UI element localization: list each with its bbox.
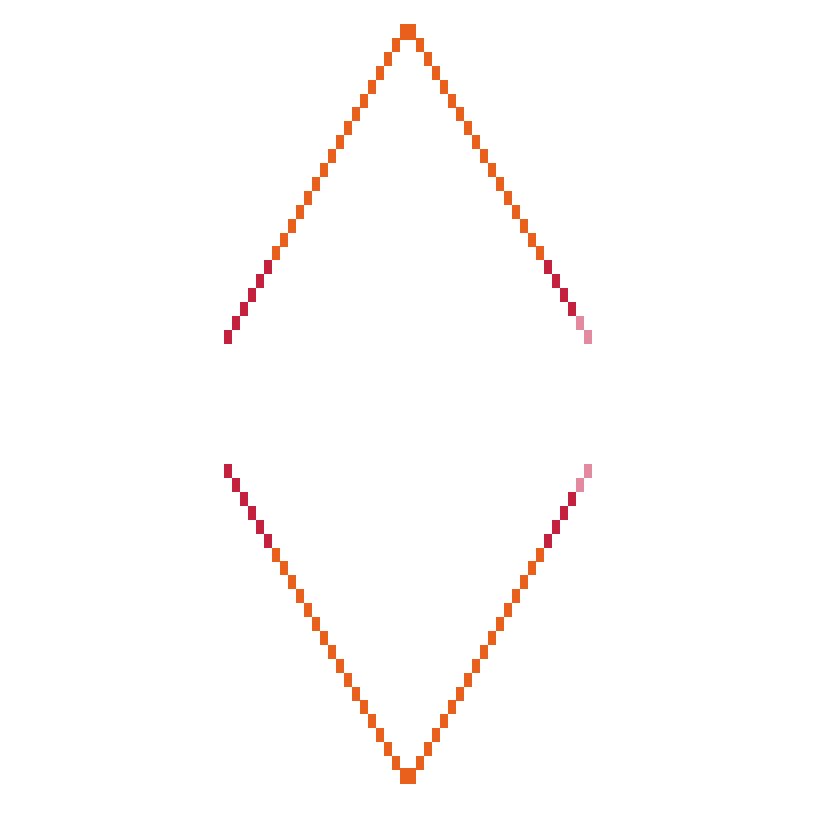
lower-right-edge-pixel <box>440 714 448 728</box>
upper-right-edge-pixel <box>520 219 528 233</box>
upper-left-edge-pixel <box>368 80 376 94</box>
upper-right-edge-pixel <box>464 121 472 135</box>
bottom-apex-pixel <box>400 768 416 784</box>
lower-right-edge-pixel <box>536 548 544 562</box>
lower-right-edge-pixel <box>464 673 472 687</box>
lower-left-edge-pixel <box>352 687 360 701</box>
lower-right-edge-pixel <box>584 464 592 478</box>
lower-left-edge-pixel <box>320 631 328 645</box>
upper-right-edge-pixel <box>456 107 464 121</box>
upper-right-edge-pixel <box>568 302 576 316</box>
upper-right-edge-pixel <box>416 38 424 52</box>
upper-left-edge-pixel <box>248 288 256 302</box>
upper-right-edge-pixel <box>560 288 568 302</box>
upper-right-edge-pixel <box>512 205 520 219</box>
upper-left-edge-pixel <box>328 149 336 163</box>
lower-right-edge-pixel <box>520 575 528 589</box>
lower-right-edge-pixel <box>528 561 536 575</box>
upper-left-edge-pixel <box>392 38 400 52</box>
lower-right-edge-pixel <box>472 659 480 673</box>
upper-right-edge-pixel <box>432 66 440 80</box>
top-apex-pixel <box>400 24 416 40</box>
lower-right-edge-pixel <box>448 700 456 714</box>
lower-left-edge-pixel <box>368 714 376 728</box>
upper-right-edge-pixel <box>504 191 512 205</box>
upper-left-edge-pixel <box>344 121 352 135</box>
upper-left-edge-pixel <box>360 94 368 108</box>
upper-left-edge-pixel <box>336 135 344 149</box>
lower-left-edge-pixel <box>272 548 280 562</box>
lower-right-edge-pixel <box>544 534 552 548</box>
upper-left-edge-pixel <box>352 107 360 121</box>
upper-right-edge-pixel <box>472 135 480 149</box>
lower-left-edge-pixel <box>376 728 384 742</box>
lower-left-edge-pixel <box>304 603 312 617</box>
lower-right-edge-pixel <box>432 728 440 742</box>
lower-right-edge-pixel <box>480 645 488 659</box>
lower-right-edge-pixel <box>456 687 464 701</box>
upper-left-edge-pixel <box>224 330 232 344</box>
upper-right-edge-pixel <box>488 163 496 177</box>
lower-right-edge-pixel <box>488 631 496 645</box>
lower-left-edge-pixel <box>240 492 248 506</box>
upper-left-edge-pixel <box>264 260 272 274</box>
upper-right-edge-pixel <box>424 52 432 66</box>
lower-left-edge-pixel <box>392 756 400 770</box>
lower-left-edge-pixel <box>280 561 288 575</box>
lower-left-edge-pixel <box>360 700 368 714</box>
upper-right-edge-pixel <box>536 246 544 260</box>
upper-left-edge-pixel <box>296 205 304 219</box>
upper-right-edge-pixel <box>528 233 536 247</box>
lower-left-edge-pixel <box>296 589 304 603</box>
lower-right-edge-pixel <box>504 603 512 617</box>
lower-right-edge-pixel <box>568 492 576 506</box>
lower-right-edge-pixel <box>416 756 424 770</box>
upper-left-edge-pixel <box>384 52 392 66</box>
upper-left-edge-pixel <box>320 163 328 177</box>
lower-left-edge-pixel <box>224 464 232 478</box>
lower-right-edge-pixel <box>576 478 584 492</box>
lower-right-edge-pixel <box>424 742 432 756</box>
upper-left-edge-pixel <box>280 233 288 247</box>
upper-right-edge-pixel <box>448 94 456 108</box>
lower-right-edge-pixel <box>552 520 560 534</box>
lower-left-edge-pixel <box>336 659 344 673</box>
upper-left-edge-pixel <box>288 219 296 233</box>
upper-right-edge-pixel <box>576 316 584 330</box>
lower-left-edge-pixel <box>264 534 272 548</box>
upper-left-edge-pixel <box>240 302 248 316</box>
upper-right-edge-pixel <box>584 330 592 344</box>
upper-right-edge-pixel <box>544 260 552 274</box>
lower-left-edge-pixel <box>344 673 352 687</box>
lower-left-edge-pixel <box>232 478 240 492</box>
lower-left-edge-pixel <box>312 617 320 631</box>
lower-right-edge-pixel <box>560 506 568 520</box>
lower-right-edge-pixel <box>512 589 520 603</box>
upper-left-edge-pixel <box>376 66 384 80</box>
upper-left-edge-pixel <box>304 191 312 205</box>
upper-left-edge-pixel <box>312 177 320 191</box>
upper-right-edge-pixel <box>552 274 560 288</box>
upper-right-edge-pixel <box>480 149 488 163</box>
lower-left-edge-pixel <box>288 575 296 589</box>
upper-right-edge-pixel <box>496 177 504 191</box>
upper-right-edge-pixel <box>440 80 448 94</box>
lower-right-edge-pixel <box>496 617 504 631</box>
lower-left-edge-pixel <box>248 506 256 520</box>
lower-left-edge-pixel <box>328 645 336 659</box>
upper-left-edge-pixel <box>272 246 280 260</box>
lower-left-edge-pixel <box>384 742 392 756</box>
upper-left-edge-pixel <box>232 316 240 330</box>
upper-left-edge-pixel <box>256 274 264 288</box>
lower-left-edge-pixel <box>256 520 264 534</box>
